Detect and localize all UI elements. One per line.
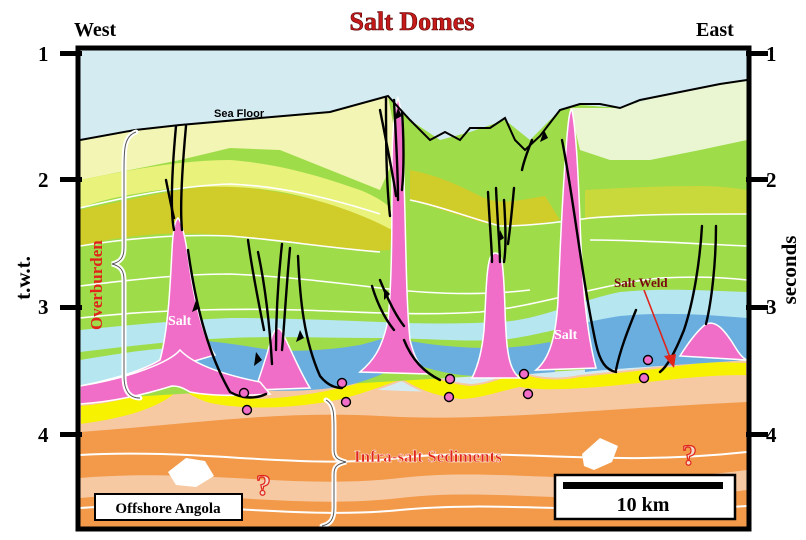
right-tick-3: 3	[766, 295, 777, 319]
well-markers	[238, 354, 654, 416]
overburden-olive-east	[410, 170, 560, 226]
east-label: East	[696, 19, 734, 41]
left-tick-2: 2	[38, 168, 49, 192]
horizon-line-3	[80, 273, 531, 295]
right-tick-1: 1	[766, 42, 777, 66]
salt-weld-arrow-line	[643, 289, 672, 361]
basal-yellow-layer	[80, 358, 747, 427]
infra-salt-line-1	[80, 451, 747, 463]
infra-salt-brace-outline	[321, 399, 347, 527]
left-tick-4: 4	[38, 423, 49, 447]
salt-diapir-6	[678, 322, 747, 361]
overburden-pale-yellow	[80, 96, 398, 190]
overburden-brace-outline	[111, 131, 141, 399]
right-axis-title: seconds	[777, 236, 801, 305]
salt-label-east: Salt	[554, 328, 578, 343]
section-frame	[75, 45, 752, 532]
salt-weld-arrow-head	[664, 354, 676, 368]
salt-weld-label: Salt Weld	[614, 275, 668, 290]
salt-diapir-2	[253, 327, 312, 391]
infra-salt-blob-left	[168, 458, 214, 487]
sea-floor-label: Sea Floor	[214, 108, 265, 120]
scale-bar	[563, 482, 723, 489]
west-label: West	[74, 19, 117, 41]
overburden-yellow	[80, 160, 395, 230]
diagram-title: Salt Domes	[350, 7, 475, 36]
infra-salt-blob-right	[582, 438, 618, 470]
overburden-label: Overburden	[87, 240, 106, 330]
question-mark-east: ?	[682, 439, 697, 472]
left-tick-3: 3	[38, 295, 49, 319]
location-box	[94, 493, 243, 521]
right-tick-2: 2	[766, 168, 777, 192]
left-axis: 1 2 3 4	[38, 42, 82, 447]
right-tick-4: 4	[766, 423, 777, 447]
left-tick-1: 1	[38, 42, 49, 66]
infra-salt-label: Infra-salt Sediments	[354, 447, 502, 466]
horizon-line-5	[589, 239, 747, 247]
horizon-line-6	[80, 276, 747, 319]
location-label: Offshore Angola	[115, 501, 221, 517]
right-axis: 1 2 3 4	[746, 42, 777, 447]
salt-diapir-3	[357, 95, 433, 375]
horizon-line-4	[409, 199, 747, 227]
overburden-olive-east2	[585, 186, 747, 220]
question-mark-west: ?	[256, 469, 271, 502]
sea-floor-line	[80, 79, 747, 152]
overburden-pale-yellow-east	[570, 80, 747, 160]
fault-lines	[164, 96, 718, 399]
overburden-cyan-west	[80, 348, 176, 390]
salt-label-west: Salt	[168, 314, 192, 329]
scale-bar-label: 10 km	[617, 494, 670, 516]
left-axis-title: t.w.t.	[11, 256, 35, 300]
fault-arrows	[192, 108, 548, 366]
salt-diapir-4	[470, 252, 523, 379]
overburden-olive	[80, 186, 392, 251]
